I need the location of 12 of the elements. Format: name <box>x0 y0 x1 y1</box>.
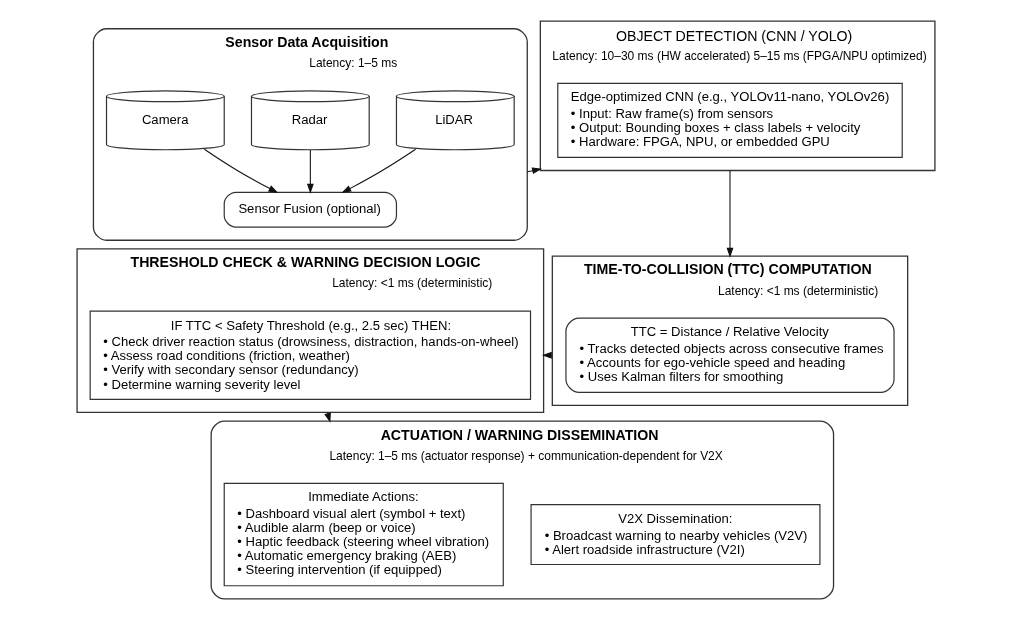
node-box: Sensor Fusion (optional) <box>223 191 398 228</box>
node-box: IF TTC < Safety Threshold (e.g., 2.5 sec) THEN: • Check driver reaction status (drowsiness, distraction, hands-on-wheel) • Assess road conditions (friction, weather) • Verify with secondary sensor (redundancy) • Determine warning severity level <box>89 310 532 400</box>
node-box: Immediate Actions: • Dashboard visual alert (symbol + text) • Audible alarm (beep or voice) • Haptic feedback (steering wheel vibration) • Automatic emergency braking (AEB) • Steering intervention (if equipped) <box>223 482 504 587</box>
arrow <box>726 169 734 258</box>
node-box: TTC = Distance / Relative Velocity • Tracks detected objects across consecutive frames • Accounts for ego-vehicle speed and heading • Uses Kalman filters for smoothing <box>565 317 895 393</box>
arrow <box>526 167 542 175</box>
node-box: Edge-optimized CNN (e.g., YOLOv11-nano, YOLOv26) • Input: Raw frame(s) from sensors • Output: Bounding boxes + class labels + velocity • Hardware: FPGA, NPU, or embedded GPU <box>557 82 903 158</box>
arrow <box>203 148 279 193</box>
arrow <box>324 411 331 423</box>
arrow <box>341 148 417 193</box>
arrow <box>306 149 314 194</box>
node-box: V2X Dissemination: • Broadcast warning to nearby vehicles (V2V) • Alert roadside infrastructure (V2I) <box>530 503 821 566</box>
